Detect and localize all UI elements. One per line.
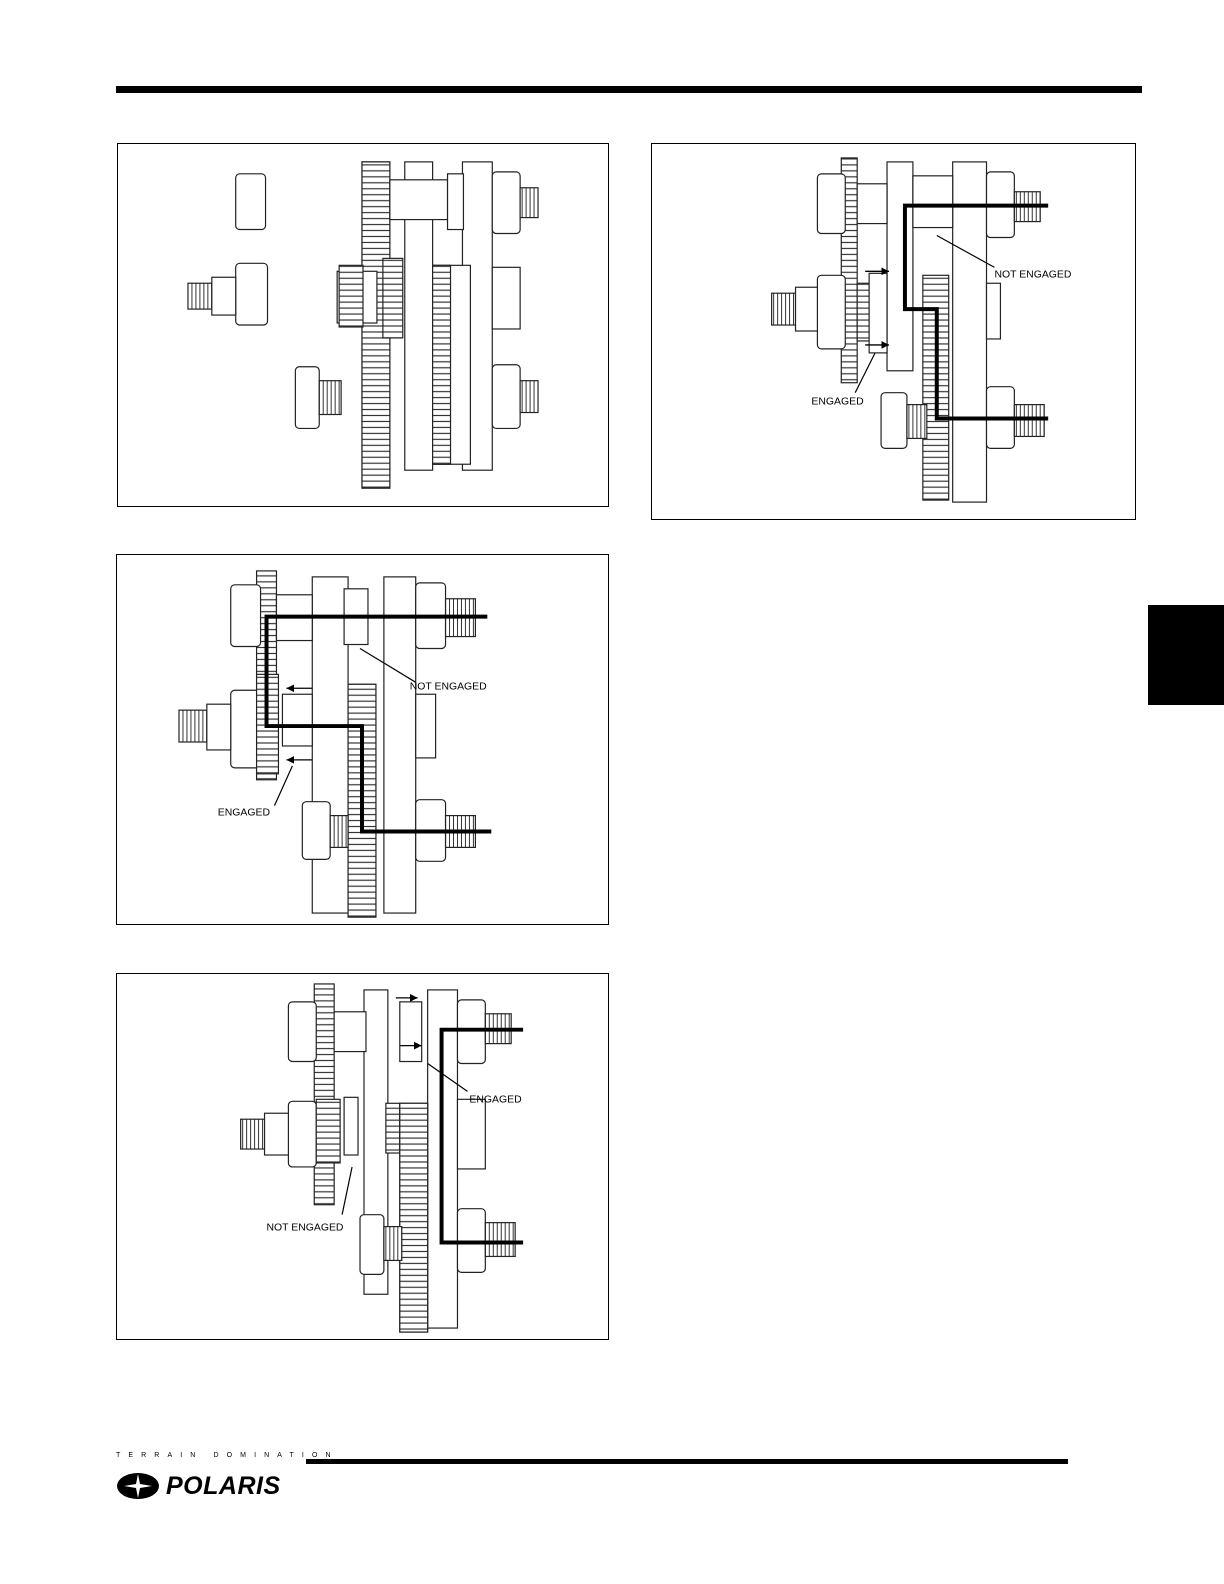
label-not-engaged: NOT ENGAGED (410, 681, 487, 692)
brand-wordmark: POLARIS (166, 1470, 281, 1502)
label-not-engaged: NOT ENGAGED (994, 269, 1071, 280)
label-not-engaged: NOT ENGAGED (267, 1223, 344, 1234)
gear-drawing-1 (118, 144, 608, 506)
figure-3: ENGAGED NOT ENGAGED (116, 973, 609, 1340)
gear-drawing-3: ENGAGED NOT ENGAGED (117, 974, 608, 1339)
footer-rule (306, 1459, 1068, 1464)
figure-2: NOT ENGAGED ENGAGED (116, 554, 609, 925)
label-engaged: ENGAGED (469, 1094, 522, 1105)
gear-drawing-2: NOT ENGAGED ENGAGED (117, 555, 608, 924)
footer-tagline: TERRAIN DOMINATION (116, 1452, 339, 1459)
label-engaged: ENGAGED (811, 397, 864, 408)
polaris-logo: POLARIS (116, 1470, 306, 1502)
figure-4: NOT ENGAGED ENGAGED (651, 143, 1136, 520)
gear-drawing-4: NOT ENGAGED ENGAGED (652, 144, 1135, 519)
figure-1 (117, 143, 609, 507)
header-rule (116, 86, 1142, 93)
chapter-tab (1148, 605, 1224, 705)
label-engaged: ENGAGED (218, 808, 271, 819)
